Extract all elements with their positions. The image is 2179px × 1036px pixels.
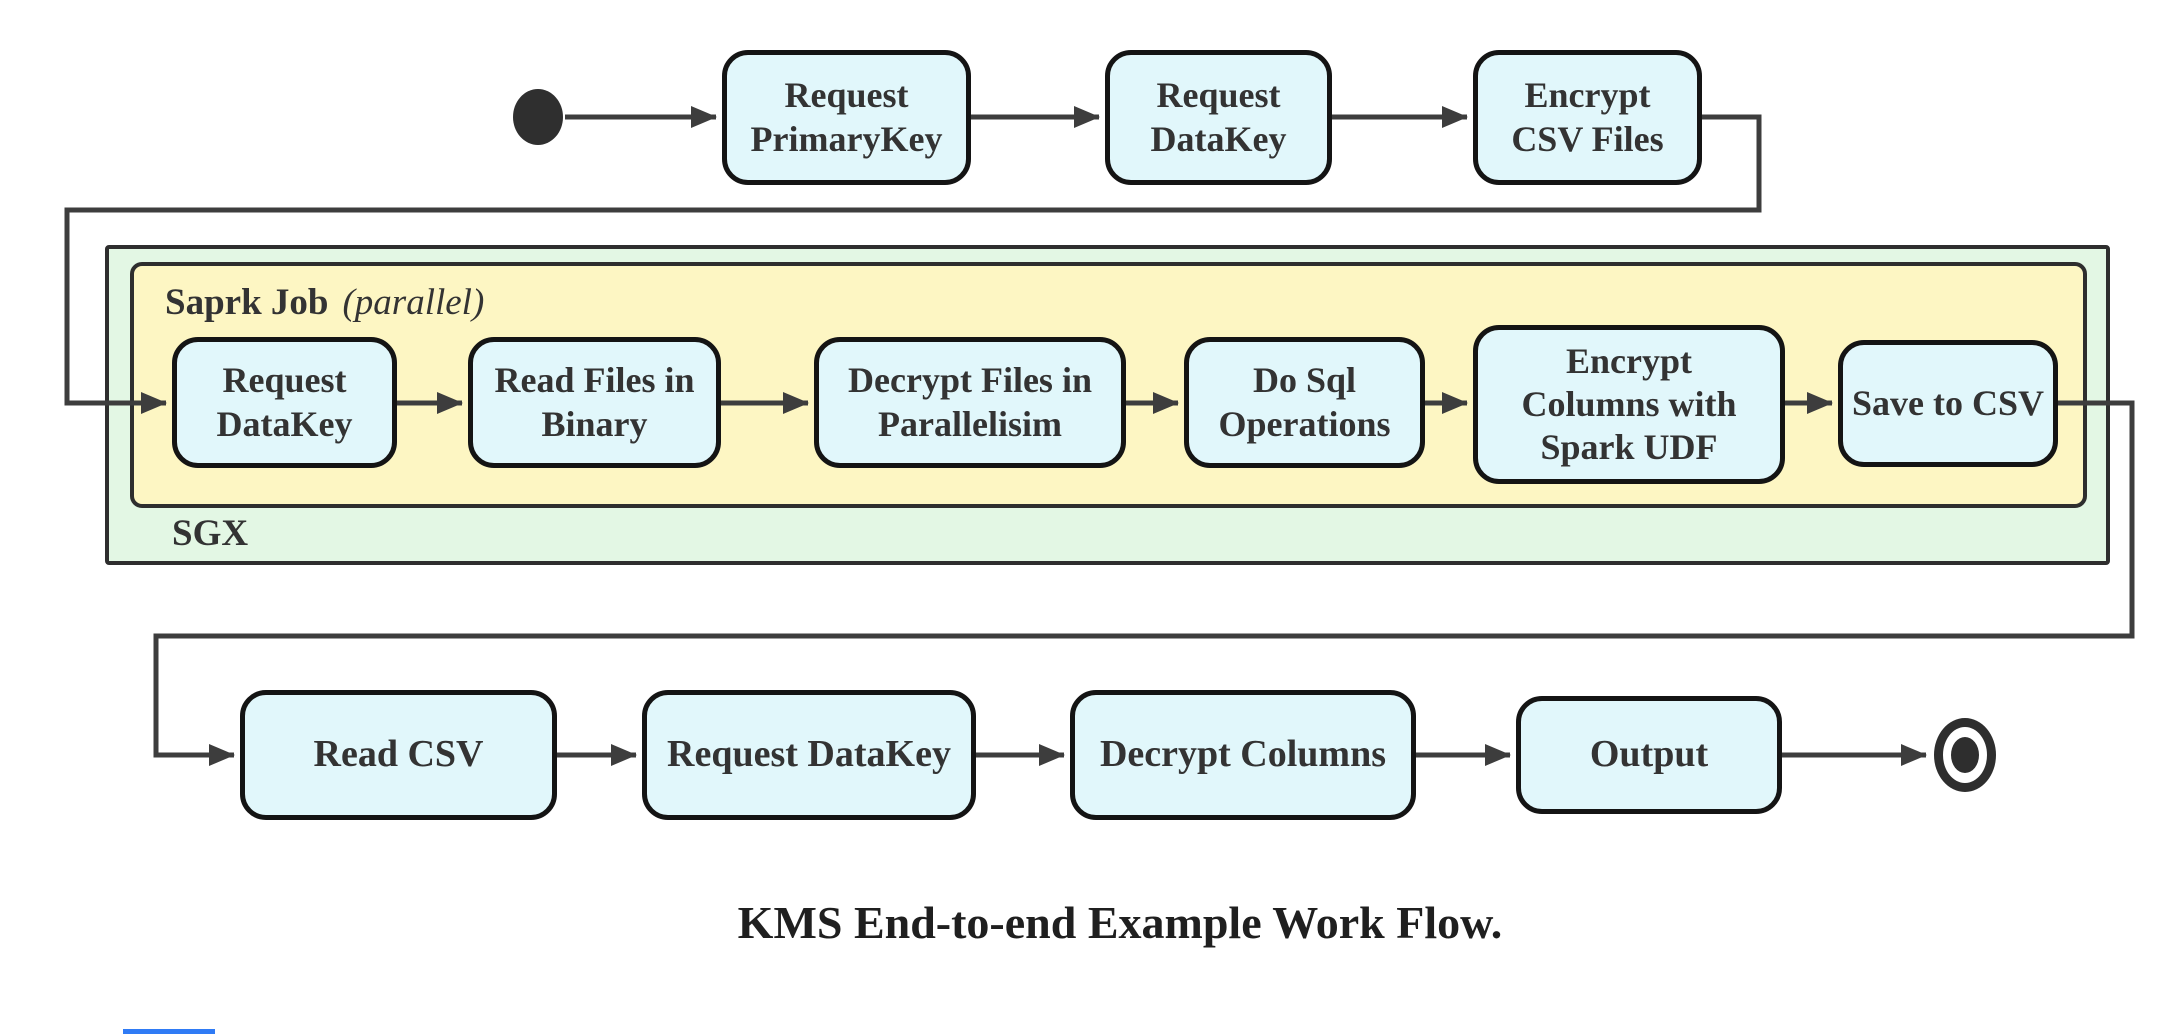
end-state-ring [1934, 718, 1996, 792]
node-request-primarykey: Request PrimaryKey [722, 50, 971, 185]
bottom-accent-line [123, 1029, 215, 1034]
sgx-label: SGX [172, 513, 249, 554]
diagram-title: KMS End-to-end Example Work Flow. [737, 897, 1503, 948]
start-state-dot [513, 89, 563, 145]
node-read-files-in-binary: Read Files in Binary [468, 337, 721, 468]
node-output: Output [1516, 696, 1782, 814]
spark-job-parallel-note: (parallel) [342, 282, 485, 323]
node-request-datakey-spark: Request DataKey [172, 337, 397, 468]
node-decrypt-files-in-parallelisim: Decrypt Files in Parallelisim [814, 337, 1126, 468]
spark-job-label-text: Saprk Job [165, 282, 329, 323]
node-save-to-csv: Save to CSV [1838, 340, 2058, 467]
node-read-csv: Read CSV [240, 690, 557, 820]
node-request-datakey-bottom: Request DataKey [642, 690, 976, 820]
node-request-datakey-top: Request DataKey [1105, 50, 1332, 185]
end-state-inner-dot [1951, 737, 1979, 773]
node-do-sql-operations: Do Sql Operations [1184, 337, 1425, 468]
node-encrypt-columns-with-spark-udf: Encrypt Columns with Spark UDF [1473, 325, 1785, 484]
spark-job-label: Saprk Job (parallel) [165, 281, 484, 324]
node-decrypt-columns: Decrypt Columns [1070, 690, 1416, 820]
node-encrypt-csv-files: Encrypt CSV Files [1473, 50, 1702, 185]
